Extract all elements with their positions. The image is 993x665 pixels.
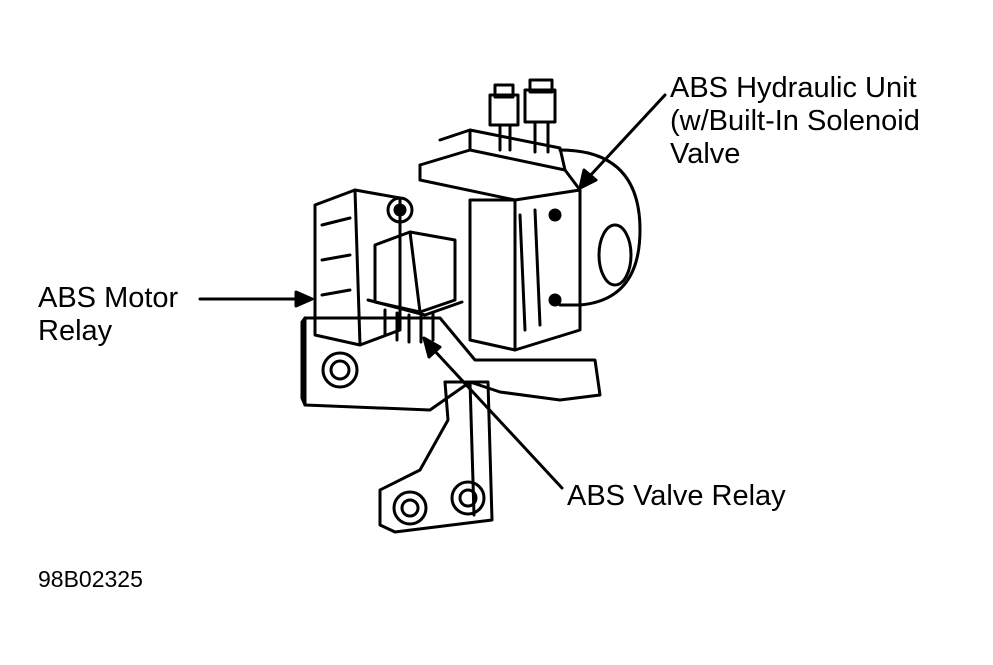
label-line: (w/Built-In Solenoid bbox=[670, 105, 920, 137]
label-line: Relay bbox=[38, 315, 113, 347]
mounting-bracket bbox=[303, 316, 602, 412]
bracket-arm-fold bbox=[468, 380, 476, 517]
valve-relay bbox=[366, 230, 464, 344]
callout-motor-relay bbox=[198, 290, 314, 308]
label-abs-motor-relay: ABS Motor Relay bbox=[38, 282, 178, 348]
bracket-lower-edge bbox=[300, 316, 307, 407]
solenoid-connectors bbox=[488, 78, 557, 154]
motor-end-cap bbox=[597, 223, 633, 287]
callout-hydraulic-unit bbox=[578, 93, 667, 190]
pump-motor bbox=[558, 148, 642, 307]
label-line: ABS Motor bbox=[38, 282, 179, 314]
bracket-arm bbox=[378, 380, 494, 534]
figure-code: 98B02325 bbox=[38, 566, 143, 592]
label-line: Valve bbox=[670, 138, 741, 170]
label-abs-hydraulic-unit: ABS Hydraulic Unit (w/Built-In Solenoid … bbox=[670, 72, 920, 171]
callout-valve-relay bbox=[422, 336, 564, 490]
label-abs-valve-relay: ABS Valve Relay bbox=[567, 480, 786, 512]
hydraulic-unit bbox=[418, 128, 582, 352]
label-line: ABS Hydraulic Unit bbox=[670, 72, 917, 104]
bracket-bolts bbox=[321, 351, 486, 526]
motor-relay bbox=[313, 188, 414, 347]
